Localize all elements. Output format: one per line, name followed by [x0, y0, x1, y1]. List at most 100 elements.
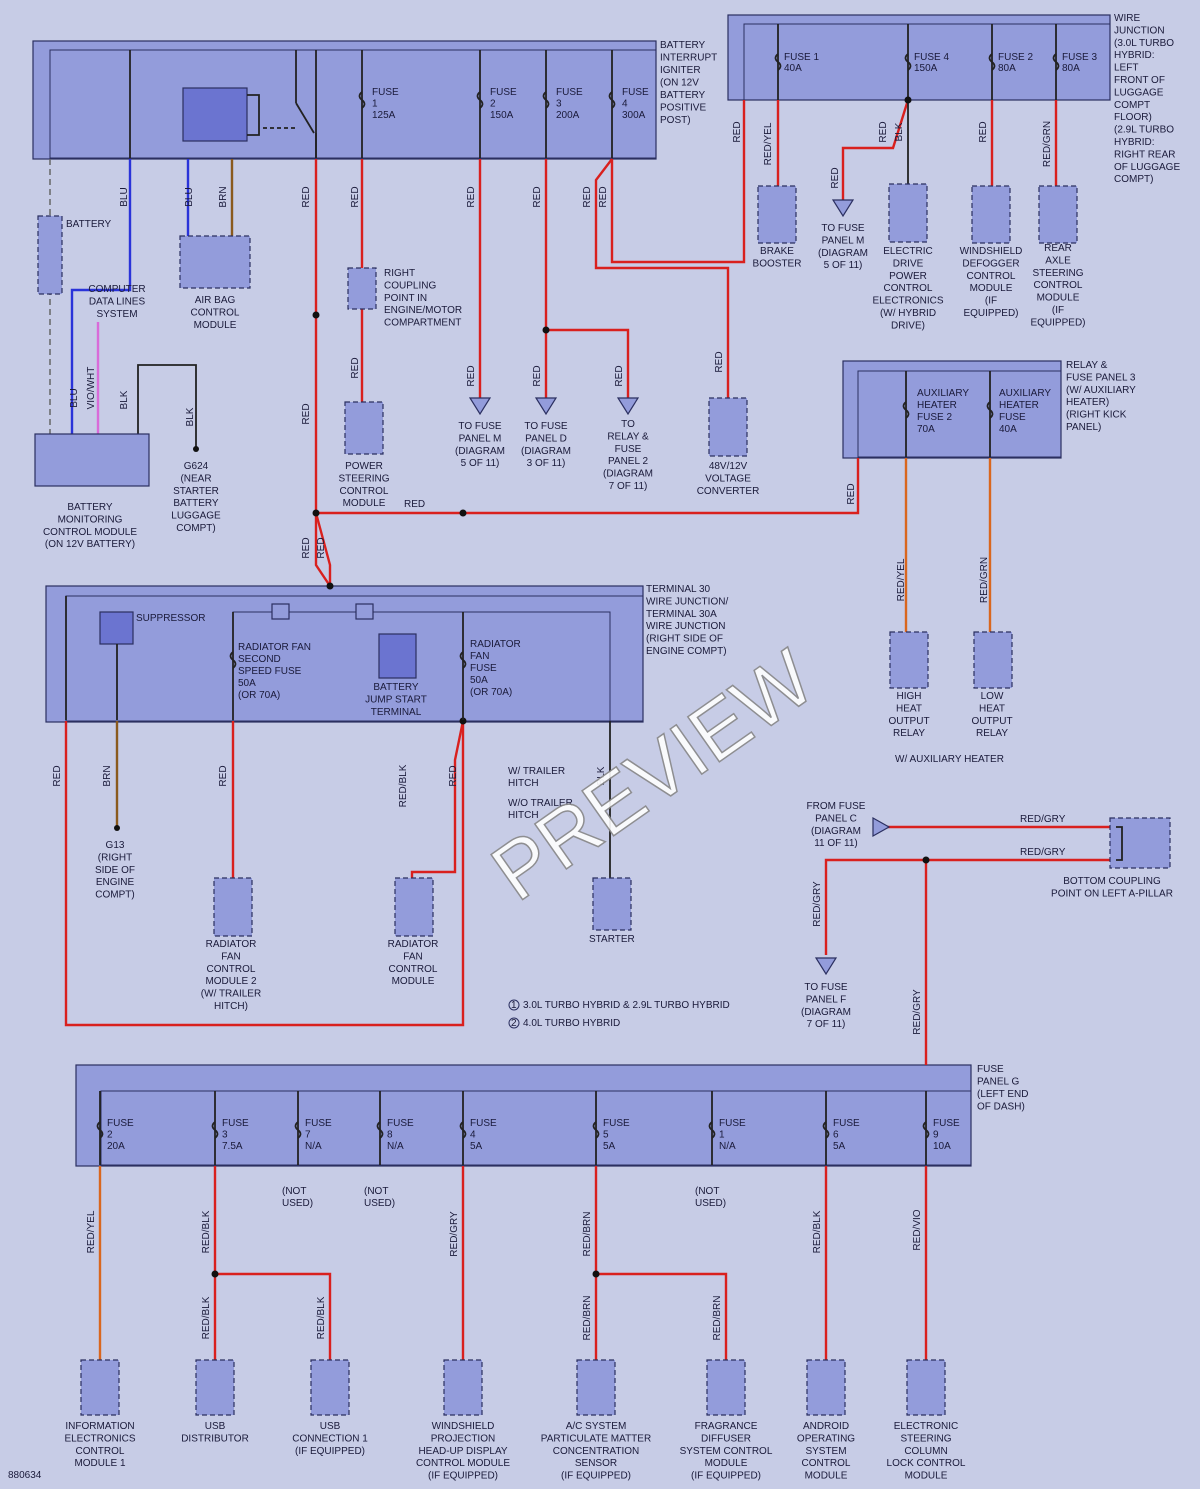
wire-color-label: RED/YEL [763, 122, 774, 165]
wire-color-label: RED/BLK [201, 1210, 212, 1253]
wire-color-label: RED/BLK [316, 1296, 327, 1339]
wire-color-label: RED/BRN [712, 1295, 723, 1340]
air-bag-control-module [179, 235, 251, 289]
starter-label: STARTER [589, 934, 635, 945]
wire-color-label: RED [466, 365, 477, 386]
bottom-module-box [576, 1359, 616, 1416]
right-coupling-point [347, 267, 377, 310]
wire-color-label: RED/BRN [582, 1211, 593, 1256]
igniter-block [182, 87, 248, 142]
wire-color-label: BLU [69, 388, 80, 407]
wire-color-label: RED [978, 121, 989, 142]
to-fuse-d-arrow [534, 397, 558, 416]
wire-color-label: RED [732, 121, 743, 142]
to-relay-arrow [616, 397, 640, 416]
fuse-symbol [542, 91, 550, 109]
wire-color-label: RED [598, 186, 609, 207]
wire-color-label: VIO/WHT [86, 367, 97, 410]
bottom-module-box [80, 1359, 120, 1416]
note-2: 4.0L TURBO HYBRID [523, 1018, 620, 1029]
suppressor-label: SUPPRESSOR [136, 613, 205, 624]
wire-color-label: RED/GRN [1042, 121, 1053, 167]
bottom-module-box [443, 1359, 483, 1416]
terminal-30-box [45, 585, 644, 723]
wire-color-label: RED/GRN [979, 557, 990, 603]
wire-color-label: RED/BRN [582, 1295, 593, 1340]
fuse-symbol [822, 1121, 830, 1139]
wire-color-label: RED/YEL [86, 1210, 97, 1253]
fuse-symbol [211, 1121, 219, 1139]
bottom-module-box [906, 1359, 946, 1416]
wire-color-label: RED [218, 765, 229, 786]
suppressor-block [99, 611, 134, 645]
fuse-symbol [608, 91, 616, 109]
wire-color-label: RED/BLK [398, 764, 409, 807]
wire-color-label: BRN [218, 186, 229, 207]
wire-color-label: BRN [102, 765, 113, 786]
fuse-symbol [358, 91, 366, 109]
wire-color-label: RED [350, 357, 361, 378]
wire-color-label: RED/YEL [896, 558, 907, 601]
brake-booster [757, 185, 797, 244]
from-fuse-c-arrow [872, 816, 891, 838]
wire-color-label: RED/VIO [912, 1209, 923, 1250]
wire-color-label: RED [404, 499, 425, 510]
wire-color-label: RED [52, 765, 63, 786]
fuse-symbol [376, 1121, 384, 1139]
fuse-symbol [904, 53, 912, 71]
battery-monitoring-control-module [34, 433, 150, 487]
wire-color-label: RED/GRY [1020, 814, 1066, 825]
battery-label: BATTERY [66, 219, 112, 230]
bottom-module-box [310, 1359, 350, 1416]
svg-text:2: 2 [511, 1018, 517, 1029]
wire-color-label: RED [316, 537, 327, 558]
electric-drive-power-control [888, 183, 928, 243]
fuse-symbol [1052, 53, 1060, 71]
wire-color-label: RED/BLK [812, 1210, 823, 1253]
note-1: 3.0L TURBO HYBRID & 2.9L TURBO HYBRID [523, 1000, 730, 1011]
wire-color-label: RED [466, 186, 477, 207]
battery-symbol [37, 215, 63, 295]
radiator-fan-module-2 [213, 877, 253, 937]
